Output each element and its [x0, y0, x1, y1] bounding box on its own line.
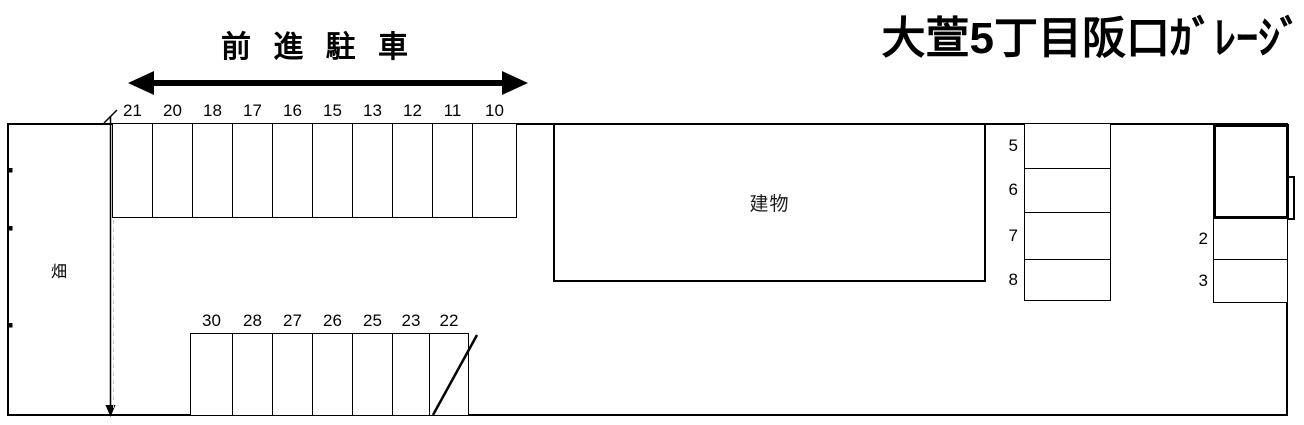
space-box-8: [1025, 259, 1110, 299]
space-box: [312, 123, 353, 218]
space-box: [429, 333, 469, 416]
space-label: 15: [323, 101, 342, 120]
space-box: [392, 123, 433, 218]
parking-space-26: 26: [312, 310, 353, 416]
parking-space-30: 30: [190, 310, 233, 416]
forward-parking-label: 前 進 駐 車: [220, 31, 415, 64]
space-box: [112, 123, 153, 218]
parking-space-20: 20: [152, 100, 193, 218]
space-label: 28: [243, 311, 262, 330]
space-label-3: 3: [1198, 271, 1208, 290]
parking-space-15: 15: [312, 100, 353, 218]
space-label: 21: [123, 101, 142, 120]
space-label: 30: [202, 311, 221, 330]
field-area: 畑: [7, 123, 111, 416]
corner-structure-door: [1287, 176, 1295, 220]
space-box: [232, 333, 273, 416]
space-box: [152, 123, 193, 218]
space-box: [232, 123, 273, 218]
space-box: [272, 333, 313, 416]
parking-space-13: 13: [352, 100, 393, 218]
space-box: [312, 333, 353, 416]
space-label-8: 8: [1008, 270, 1018, 289]
space-box-7: [1025, 212, 1110, 259]
parking-space-23: 23: [392, 310, 430, 416]
space-label: 16: [283, 101, 302, 120]
building-area: 建物: [553, 123, 986, 282]
arrow-right-head-icon: [502, 71, 528, 95]
space-label: 27: [283, 311, 302, 330]
space-box: [190, 333, 233, 416]
parking-space-27: 27: [272, 310, 313, 416]
space-label: 23: [401, 311, 421, 330]
space-label: 11: [443, 101, 462, 120]
parking-space-22: 22: [429, 310, 469, 416]
space-label: 20: [163, 101, 182, 120]
space-box: [432, 123, 473, 218]
parking-space-11: 11: [432, 100, 473, 218]
space-box: [192, 123, 233, 218]
space-label: 13: [363, 101, 382, 120]
space-box-2: [1214, 219, 1287, 259]
building-label: 建物: [749, 194, 790, 215]
parking-space-17: 17: [232, 100, 273, 218]
right-column-stalls: [1024, 123, 1111, 301]
space-label: 18: [203, 101, 222, 120]
space-box: [392, 333, 430, 416]
space-label: 22: [439, 311, 459, 330]
space-label: 26: [323, 311, 342, 330]
arrow-left-head-icon: [128, 71, 154, 95]
space-label-7: 7: [1008, 225, 1018, 245]
space-box: [352, 333, 393, 416]
field-label: 畑: [50, 263, 67, 281]
space-box: [272, 123, 313, 218]
space-label: 17: [243, 101, 262, 120]
space-box-3: [1214, 259, 1287, 301]
space-box-6: [1025, 168, 1110, 212]
parking-space-16: 16: [272, 100, 313, 218]
parking-space-10: 10: [472, 100, 517, 218]
space-label-5: 5: [1008, 135, 1018, 155]
space-label: 25: [363, 311, 382, 330]
space-label-6: 6: [1008, 180, 1018, 199]
corner-structure: [1213, 124, 1289, 219]
space-label-2: 2: [1198, 228, 1208, 248]
parking-space-18: 18: [192, 100, 233, 218]
garage-title: 大萱5丁目阪口ｶﾞﾚｰｼﾞ: [881, 14, 1302, 63]
space-box: [352, 123, 393, 218]
parking-space-21: 21: [112, 100, 153, 218]
parking-space-25: 25: [352, 310, 393, 416]
space-box-5: [1025, 124, 1110, 168]
parking-space-28: 28: [232, 310, 273, 416]
far-right-stalls: [1213, 218, 1288, 303]
parking-space-12: 12: [392, 100, 433, 218]
space-label: 10: [485, 101, 504, 120]
space-box: [472, 123, 517, 218]
space-label: 12: [403, 101, 422, 120]
